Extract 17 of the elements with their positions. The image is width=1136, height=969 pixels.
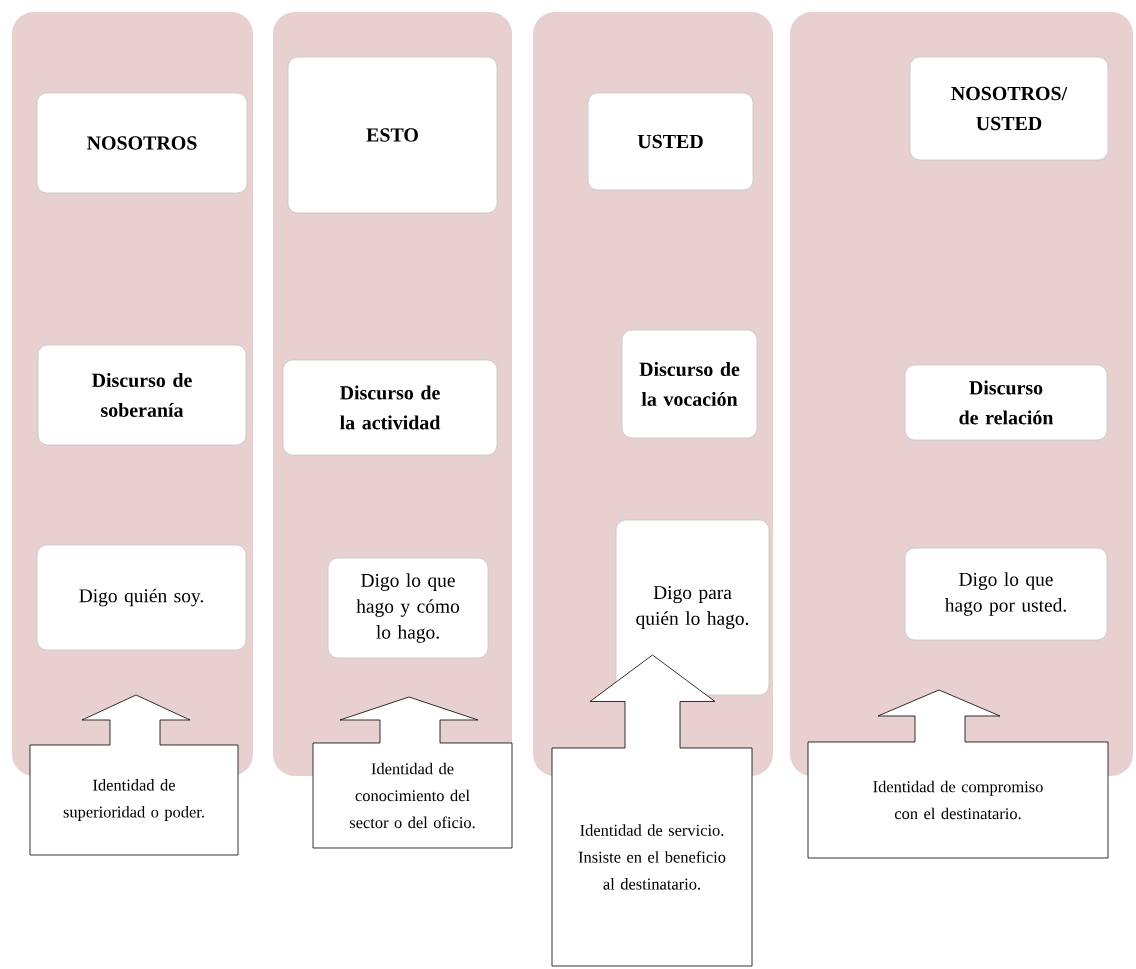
arrow-callout: Identidad de conocimiento del sector o del oficio.: [312, 696, 513, 849]
arrow-callout: Identidad de servicio. Insiste en el beneficio al destinatario.: [551, 654, 753, 967]
heading-box: NOSOTROS: [36, 92, 248, 194]
title-box: Discurso de relación: [904, 364, 1108, 441]
node-label: Identidad de servicio. Insiste en el beneficio al destinatario.: [578, 824, 726, 890]
text-box: Digo quién soy.: [36, 544, 247, 651]
arrow-callout: Identidad de superioridad o poder.: [29, 694, 239, 856]
text-box: Digo para quién lo hago.: [615, 519, 770, 696]
text-box: Digo lo que hago y cómo lo hago.: [327, 557, 489, 659]
title-box: Discurso de soberanía: [37, 344, 247, 446]
text-box: Digo lo que hago por usted.: [904, 547, 1108, 641]
heading-box: USTED: [587, 92, 754, 191]
heading-box: ESTO: [287, 56, 498, 214]
heading-box: NOSOTROS/ USTED: [909, 56, 1109, 161]
arrow-callout: Identidad de compromiso con el destinatario.: [807, 689, 1109, 859]
title-box: Discurso de la vocación: [621, 329, 758, 439]
title-box: Discurso de la actividad: [282, 359, 498, 456]
